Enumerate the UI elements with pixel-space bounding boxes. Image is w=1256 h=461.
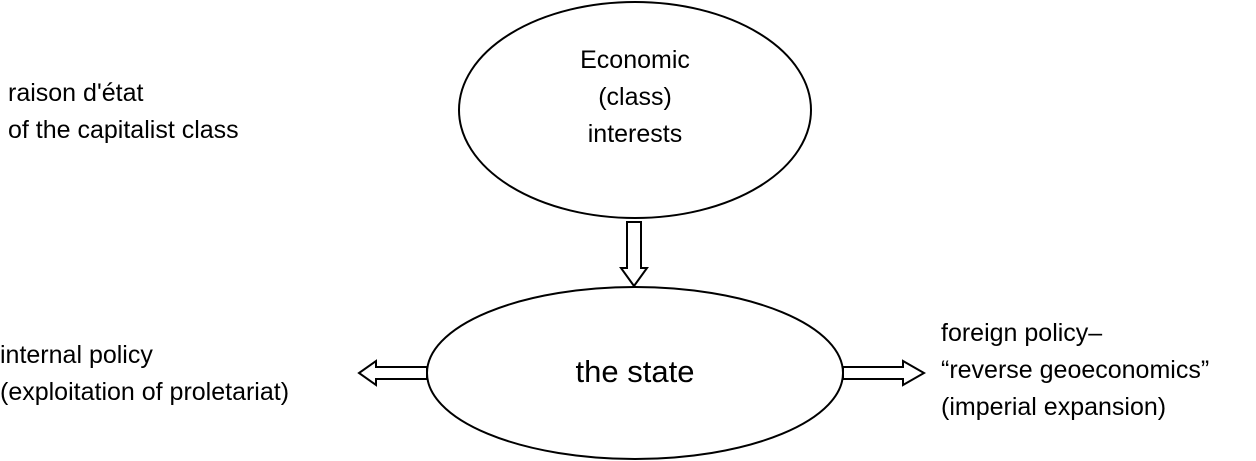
economic-line-1: Economic <box>580 46 690 74</box>
economic-interests-ellipse <box>458 1 812 219</box>
foreign-line-3: (imperial expansion) <box>941 393 1167 421</box>
raison-line-1: raison d'état <box>8 79 144 107</box>
raison-note: raison d'état of the capitalist class <box>8 75 239 149</box>
down-arrow <box>619 221 649 288</box>
economic-interests-label: Economic (class) interests <box>520 42 750 153</box>
left-arrow <box>357 359 428 387</box>
foreign-policy-label: foreign policy– “reverse geoeconomics” (… <box>941 315 1209 426</box>
foreign-line-1: foreign policy– <box>941 319 1103 347</box>
internal-line-1: internal policy <box>0 341 153 369</box>
economic-line-2: (class) <box>598 83 672 111</box>
state-label: the state <box>575 354 695 389</box>
economic-line-3: interests <box>587 120 683 148</box>
foreign-line-2: “reverse geoeconomics” <box>941 356 1210 384</box>
right-arrow <box>842 359 927 387</box>
raison-line-2: of the capitalist class <box>8 116 239 144</box>
internal-policy-label: internal policy (exploitation of proleta… <box>0 337 289 411</box>
internal-line-2: (exploitation of proletariat) <box>0 378 290 406</box>
